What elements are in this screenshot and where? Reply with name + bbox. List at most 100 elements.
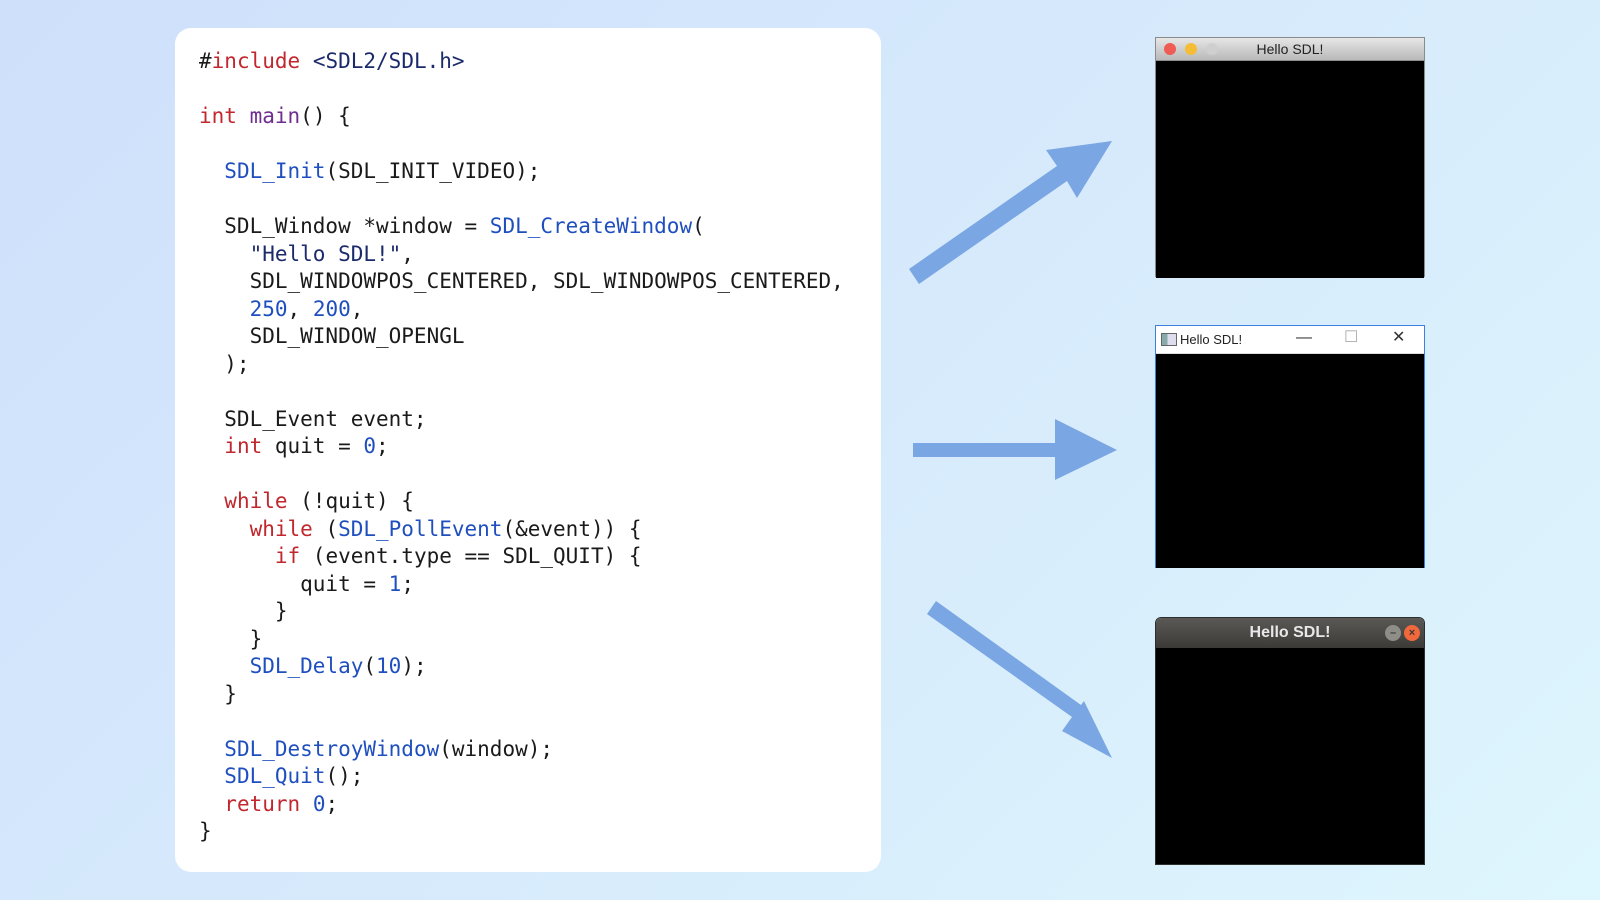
- code-line: }: [199, 598, 881, 626]
- code-token: SDL_Delay: [249, 654, 364, 678]
- code-token: [199, 297, 250, 321]
- code-token: [199, 159, 224, 183]
- window-windows-title: Hello SDL!: [1180, 332, 1243, 347]
- code-card: #include <SDL2/SDL.h> int main() { SDL_In…: [175, 28, 881, 872]
- code-token: return: [224, 791, 301, 816]
- code-token: [199, 792, 224, 816]
- window-macos-title: Hello SDL!: [1256, 41, 1324, 57]
- code-token: }: [199, 681, 237, 706]
- code-line: [199, 131, 881, 159]
- code-token: ;: [325, 791, 339, 816]
- code-token: while: [224, 489, 288, 513]
- code-token: ();: [325, 764, 364, 788]
- mac-close-button[interactable]: [1164, 43, 1176, 55]
- arrow-down-right-icon: [927, 601, 1112, 758]
- code-line: }: [199, 681, 881, 709]
- code-token: 200: [312, 296, 351, 321]
- window-windows: Hello SDL! — ☐ ✕: [1155, 325, 1425, 568]
- window-macos: Hello SDL!: [1155, 37, 1425, 278]
- maximize-icon[interactable]: ☐: [1344, 329, 1359, 346]
- mac-minimize-button[interactable]: [1185, 43, 1197, 55]
- code-line: "Hello SDL!",: [199, 241, 881, 269]
- code-token: [199, 544, 275, 568]
- code-token: 0: [312, 791, 326, 816]
- code-token: [199, 764, 224, 788]
- code-token: ;: [401, 571, 414, 596]
- code-token: SDL_CreateWindow: [489, 214, 693, 238]
- code-line: while (SDL_PollEvent(&event)) {: [199, 516, 881, 544]
- window-windows-titlebar[interactable]: Hello SDL! — ☐ ✕: [1156, 326, 1424, 354]
- window-linux-titlebar[interactable]: Hello SDL! – ×: [1156, 618, 1424, 648]
- code-token: SDL_WINDOWPOS_CENTERED, SDL_WINDOWPOS_CE…: [199, 269, 844, 293]
- code-line: quit = 1;: [199, 571, 881, 599]
- close-icon[interactable]: ✕: [1392, 329, 1406, 346]
- code-token: ,: [401, 241, 414, 266]
- code-line: );: [199, 351, 881, 379]
- code-token: [199, 242, 250, 266]
- code-line: [199, 378, 881, 406]
- code-token: SDL_PollEvent: [338, 516, 503, 541]
- code-token: <SDL2/SDL.h>: [300, 49, 465, 73]
- code-line: 250, 200,: [199, 296, 881, 324]
- linux-close-button[interactable]: ×: [1404, 625, 1420, 641]
- code-line: SDL_WINDOWPOS_CENTERED, SDL_WINDOWPOS_CE…: [199, 268, 881, 296]
- code-token: (: [363, 654, 377, 678]
- code-token: [199, 434, 224, 458]
- code-token: (event.type == SDL_QUIT) {: [300, 544, 642, 568]
- code-line: int quit = 0;: [199, 433, 881, 461]
- window-macos-titlebar[interactable]: Hello SDL!: [1156, 38, 1424, 61]
- code-token: }: [199, 626, 263, 651]
- code-line: SDL_Init(SDL_INIT_VIDEO);: [199, 158, 881, 186]
- code-token: SDL_Init: [224, 159, 326, 183]
- minimize-icon[interactable]: —: [1296, 329, 1312, 346]
- code-token: SDL_WINDOW_OPENGL: [199, 324, 465, 348]
- code-token: (SDL_INIT_VIDEO);: [325, 159, 541, 183]
- code-token: [199, 654, 250, 678]
- code-token: (!quit) {: [287, 489, 414, 513]
- code-token: SDL_Window *window =: [199, 214, 490, 238]
- code-token: (: [312, 516, 339, 541]
- code-block: #include <SDL2/SDL.h> int main() { SDL_In…: [199, 48, 881, 846]
- code-token: [300, 792, 313, 816]
- code-token: 250: [249, 296, 288, 321]
- code-token: 1: [388, 571, 402, 596]
- code-line: }: [199, 818, 881, 846]
- code-token: #: [199, 49, 212, 73]
- mac-zoom-button[interactable]: [1206, 43, 1218, 55]
- code-token: [199, 489, 224, 513]
- window-macos-content: [1156, 61, 1424, 278]
- code-token: while: [249, 516, 313, 541]
- window-linux: Hello SDL! – ×: [1155, 617, 1425, 865]
- code-token: ,: [350, 296, 364, 321]
- code-token: );: [401, 654, 427, 678]
- code-token: SDL_DestroyWindow: [224, 736, 440, 761]
- code-token: main: [249, 104, 301, 128]
- code-line: SDL_Quit();: [199, 763, 881, 791]
- code-token: include: [211, 49, 301, 73]
- code-token: );: [199, 351, 250, 376]
- code-token: (window);: [439, 736, 554, 761]
- code-token: ,: [287, 296, 313, 321]
- code-line: while (!quit) {: [199, 488, 881, 516]
- linux-minimize-button[interactable]: –: [1385, 625, 1401, 641]
- code-line: }: [199, 626, 881, 654]
- code-token: quit =: [262, 434, 364, 458]
- arrow-up-right-icon: [909, 141, 1112, 284]
- code-line: SDL_Window *window = SDL_CreateWindow(: [199, 213, 881, 241]
- code-line: [199, 708, 881, 736]
- code-line: #include <SDL2/SDL.h>: [199, 48, 881, 76]
- code-line: SDL_Event event;: [199, 406, 881, 434]
- code-token: [237, 104, 250, 128]
- code-token: (&event)) {: [502, 516, 642, 541]
- code-token: 10: [376, 654, 402, 678]
- window-linux-content: [1156, 648, 1424, 864]
- code-token: [199, 737, 224, 761]
- code-line: [199, 461, 881, 489]
- code-line: int main() {: [199, 103, 881, 131]
- code-line: SDL_DestroyWindow(window);: [199, 736, 881, 764]
- code-token: SDL_Quit: [224, 764, 326, 788]
- code-token: SDL_Event event;: [199, 406, 427, 431]
- code-token: "Hello SDL!": [249, 241, 402, 266]
- code-token: quit =: [199, 571, 389, 596]
- code-token: (: [692, 214, 705, 238]
